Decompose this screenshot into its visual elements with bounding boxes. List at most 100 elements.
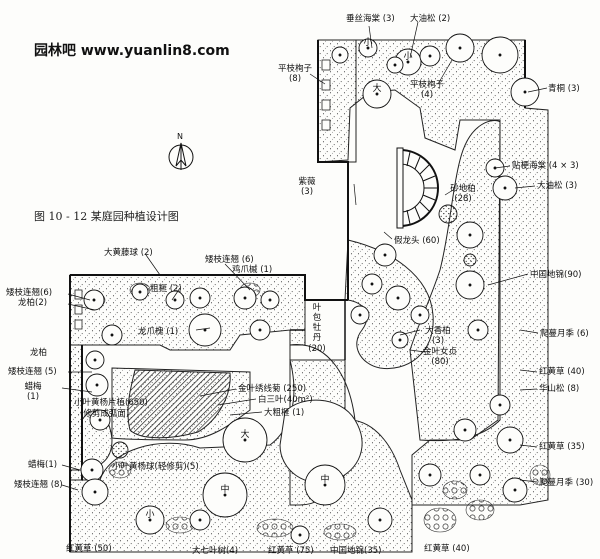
tree-center (268, 298, 272, 302)
label-pingzhi-gouzi-8-b: (8) (288, 74, 302, 84)
tree-center (498, 53, 502, 57)
tree-center (138, 290, 142, 294)
tree-center (93, 358, 97, 362)
tree-center (173, 298, 177, 302)
label-hongyuangcao-40a: 红黄草 (40) (539, 367, 585, 377)
tree-center (463, 428, 467, 432)
lawn-center-south (279, 399, 363, 484)
label-xiaoye-huangyang-b: (修剪成弧面) (80, 409, 130, 419)
tree-center (110, 333, 114, 337)
pergola (396, 147, 440, 229)
shrub-dense (438, 204, 458, 224)
tree-size-mark: 大 (372, 82, 381, 94)
tree-center (358, 313, 362, 317)
tree-center (476, 328, 480, 332)
label-jinyenvzhen-a: 金叶女贞 (422, 347, 457, 357)
label-pamanyueji-6: 爬蔓月季 (6) (540, 329, 589, 339)
label-longzhua-huai: 龙爪槐 (1) (138, 327, 179, 337)
shrub-dense (111, 441, 129, 459)
label-daxiangbai-b: (3) (431, 336, 445, 346)
tree-size-mark: 中 (320, 473, 329, 485)
tree-center (298, 533, 302, 537)
label-aizhi-lianqiao-6b: 矮枝连翘(6) (6, 288, 53, 298)
tree-center (393, 63, 397, 67)
tree-center (258, 328, 262, 332)
label-daxiangbai-a: 大香柏 (425, 326, 451, 336)
label-pamanyueji-30: 爬蔓月季 (30) (539, 478, 594, 488)
tree-center (498, 403, 502, 407)
tree-center (503, 186, 507, 190)
tree-size-mark: 小 (403, 51, 412, 62)
label-aizhi-lianqiao-8: 矮枝连翘 (8) (14, 480, 63, 490)
tree-center (468, 283, 472, 287)
label-yebao-b: 包 (312, 313, 322, 323)
label-yebao-a: 叶 (312, 303, 322, 313)
label-longbai: 龙柏 (30, 348, 48, 358)
label-huashansong: 华山松 (8) (539, 384, 580, 394)
label-xiaoye-huangyang-a: 小叶黄杨片植(650) (74, 398, 148, 408)
label-ziwei-a: 紫薇 (298, 177, 316, 187)
stepping-stones (74, 59, 331, 330)
label-pingzhi-gouzi-4-b: (4) (420, 90, 434, 100)
tree-center (383, 253, 387, 257)
tree-center (92, 298, 96, 302)
tree-center (396, 296, 400, 300)
label-lamei-1-b: (1) (26, 392, 40, 402)
label-hongyuangcao-40b: 红黄草 (40) (424, 544, 470, 554)
tree-center (378, 518, 382, 522)
label-chuisi-haitang: 垂丝海棠 (3) (346, 14, 395, 24)
tree-center (406, 60, 410, 64)
label-jinyenvzhen-b: (80) (431, 357, 449, 367)
label-zuqi: 粗榧 (2) (150, 284, 182, 294)
label-zhongguo-dijin-90: 中国地锦(90) (530, 270, 582, 280)
north-label: N (177, 132, 183, 141)
leader-lines (61, 21, 548, 491)
label-daqiyeshu: 大七叶树(4) (192, 546, 239, 556)
label-aizhi-lianqiao-5: 矮枝连翘 (5) (8, 367, 57, 377)
label-tiegeng-haitang: 贴梗海棠 (4 × 3) (512, 161, 579, 171)
label-xiaoye-huangyangqiu: 小叶黄杨球(轻修剪)(5) (112, 462, 199, 472)
label-yebao-c: 牡 (312, 323, 322, 333)
tree-center (323, 483, 327, 487)
label-da-yousong-2: 大油松 (2) (410, 14, 451, 24)
tree-center (478, 473, 482, 477)
tree-center (508, 438, 512, 442)
tree-center (366, 46, 370, 50)
tree-center (90, 468, 94, 472)
site-watermark-label: 园林吧 www.yuanlin8.com (34, 43, 230, 59)
tree-center (243, 296, 247, 300)
tree-center (513, 488, 517, 492)
tree-center (428, 473, 432, 477)
tree-center (223, 493, 227, 497)
label-ziwei-b: (3) (300, 187, 314, 197)
tree-center (198, 296, 202, 300)
tree-size-mark: 大 (240, 428, 249, 440)
label-aizhi-lianqiao-6a: 矮枝连翘 (6) (205, 255, 254, 265)
label-lamei-1-a: 蜡梅 (24, 382, 42, 392)
tree-center (375, 92, 379, 96)
tree-size-mark: 中 (220, 483, 229, 495)
label-dahuang-qiu: 大黄藤球 (2) (104, 248, 153, 258)
shrub-dense (463, 253, 477, 267)
tree-center (370, 282, 374, 286)
tree-size-mark: 小 (363, 37, 372, 48)
tree-center (428, 54, 432, 58)
label-jinye-xiuxianju: 金叶绣线菊 (250) (238, 384, 307, 394)
label-shadibai-b: (28) (454, 194, 472, 204)
label-yebao-e: (20) (308, 344, 326, 354)
tree-center (198, 518, 202, 522)
tree-center (93, 490, 97, 494)
label-da-yousong-3: 大油松 (3) (537, 181, 578, 191)
tree-center (203, 328, 207, 332)
tree-size-mark: 小 (145, 509, 154, 520)
label-longbai-2: 龙柏(2) (18, 298, 48, 308)
label-jizhaoqi: 鸡爪槭 (1) (232, 265, 273, 275)
label-zhongguo-dijin-35: 中国地锦(35) (330, 546, 382, 556)
tree-center (98, 418, 102, 422)
label-lamei-1b: 蜡梅(1) (28, 460, 58, 470)
tree-center (418, 313, 422, 317)
tree-center (458, 46, 462, 50)
tree-center (468, 233, 472, 237)
